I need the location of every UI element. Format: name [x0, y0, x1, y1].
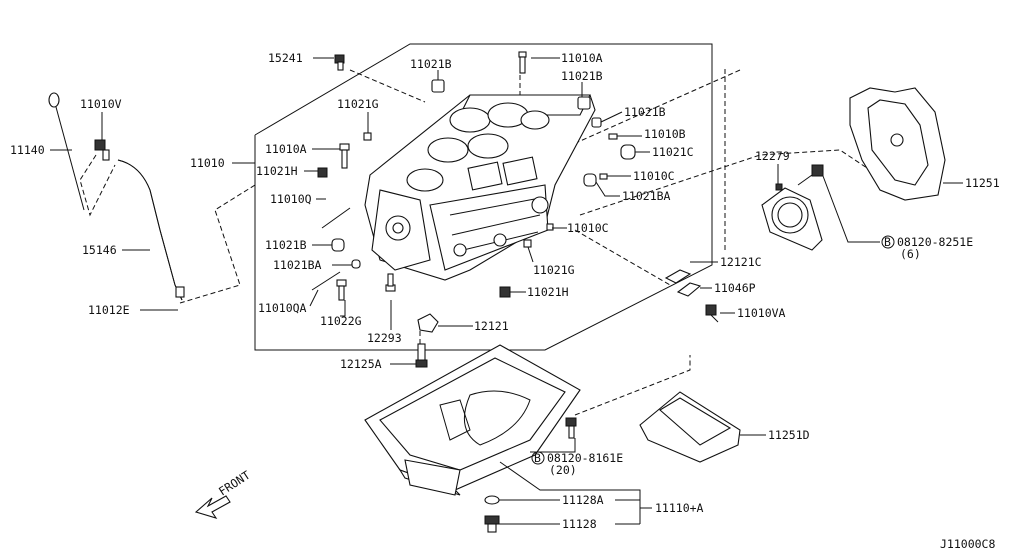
label-08120-8161E: 08120-8161E: [547, 451, 623, 465]
label-12121C: 12121C: [720, 255, 762, 269]
plug-11021G-top: [363, 132, 372, 141]
guide-line: [79, 154, 116, 217]
label-11010Q: 11010Q: [270, 192, 312, 206]
plug-11021BA-right: [583, 173, 597, 187]
front-arrow: FRONT: [194, 468, 253, 519]
bolt-08120-8161E: [565, 417, 577, 439]
guide-line: [349, 69, 426, 103]
bolt-11010V: [94, 139, 110, 161]
oil-level-gauge: [48, 92, 85, 211]
oil-gauge-guide: [117, 159, 185, 301]
guide-line: [579, 149, 901, 216]
bolt-12125A: [415, 343, 428, 368]
bolt-marker-8251E: B: [881, 235, 895, 249]
label-08120-8251E: 08120-8251E: [897, 235, 973, 249]
label-11021BA-right: 11021BA: [622, 189, 671, 203]
label-11021B-top: 11021B: [410, 57, 452, 71]
plug-11021BA-left: [351, 259, 361, 269]
guide-line: [179, 184, 256, 304]
label-12125A: 12125A: [340, 357, 382, 371]
label-11010C-right: 11010C: [633, 169, 675, 183]
svg-text:B: B: [884, 235, 891, 249]
pin-11010C-bottom: [546, 223, 554, 231]
plug-11021G-bottom: [523, 239, 532, 248]
block-frame: [254, 43, 713, 351]
label-08120-8161E-qty: (20): [549, 463, 577, 477]
bolt-08120-8251E: [797, 164, 824, 186]
bolt-11022G: [336, 279, 347, 301]
label-15241: 15241: [268, 51, 303, 65]
bolt-11010A-left: [339, 143, 350, 169]
label-11012E: 11012E: [88, 303, 130, 317]
label-12279: 12279: [755, 149, 790, 163]
oil-pan-baffle: [639, 391, 741, 463]
label-11110A: 11110+A: [655, 501, 704, 515]
bolt-12293: [385, 273, 396, 292]
label-11021BA-left: 11021BA: [273, 258, 322, 272]
rear-plate: [849, 87, 946, 201]
label-11021C: 11021C: [652, 145, 694, 159]
bolt-15241: [334, 54, 345, 71]
label-11010B: 11010B: [644, 127, 686, 141]
plug-11021B-mid: [591, 117, 602, 128]
label-11021B-mid: 11021B: [561, 69, 603, 83]
label-11022G: 11022G: [320, 314, 362, 328]
label-11251D: 11251D: [768, 428, 810, 442]
leader-lines: [50, 57, 963, 525]
label-11010: 11010: [190, 156, 225, 170]
gasket-11046P: [676, 282, 702, 297]
label-11021H-bottom: 11021H: [527, 285, 569, 299]
drain-plug-11128: [484, 515, 500, 533]
label-11010C-bottom: 11010C: [567, 221, 609, 235]
label-11010V: 11010V: [80, 97, 122, 111]
drain-washer-11128A: [484, 495, 500, 505]
plug-11021C: [620, 144, 636, 160]
plug-11021B-right: [577, 96, 591, 110]
label-11021H-left: 11021H: [256, 164, 298, 178]
baffle-12121C: [664, 269, 692, 284]
label-12121: 12121: [474, 319, 509, 333]
rear-oil-seal-retainer: [761, 183, 823, 251]
oil-pan: [364, 344, 581, 496]
label-11010QA: 11010QA: [258, 301, 307, 315]
plug-11021B-left: [331, 238, 345, 252]
label-11010A-top: 11010A: [561, 51, 603, 65]
label-11251: 11251: [965, 176, 1000, 190]
bolt-marker-8161E: B: [531, 451, 545, 465]
guide-line: [574, 355, 691, 416]
label-11021B-left: 11021B: [265, 238, 307, 252]
label-11021G-bottom: 11021G: [533, 263, 575, 277]
baffle-12121: [417, 313, 439, 333]
plug-11021B-top: [431, 79, 445, 93]
diagram-code: J11000C8: [940, 537, 995, 551]
label-11021B-right: 11021B: [624, 105, 666, 119]
bolt-11010A-top: [518, 51, 527, 74]
label-08120-8251E-qty: (6): [900, 247, 921, 261]
cylinder-block: [364, 94, 596, 281]
label-15146: 15146: [82, 243, 117, 257]
label-11140: 11140: [10, 143, 45, 157]
guide-line: [574, 229, 671, 286]
bolt-11010VA: [705, 304, 719, 323]
bolt-11021H-bottom: [499, 286, 511, 298]
label-12293: 12293: [367, 331, 402, 345]
pin-11010B: [608, 133, 618, 140]
svg-text:B: B: [534, 451, 541, 465]
front-label: FRONT: [216, 468, 253, 499]
label-11046P: 11046P: [714, 281, 756, 295]
bolt-11021H-left: [317, 167, 328, 178]
pin-11010C-right: [599, 173, 608, 180]
label-11010VA: 11010VA: [737, 306, 786, 320]
label-11010A-left: 11010A: [265, 142, 307, 156]
stud-11010QA: [311, 271, 341, 291]
label-11128: 11128: [562, 517, 597, 531]
guide-line: [559, 69, 741, 151]
label-11128A: 11128A: [562, 493, 604, 507]
stud-11010Q: [321, 207, 351, 229]
label-11021G-top: 11021G: [337, 97, 379, 111]
